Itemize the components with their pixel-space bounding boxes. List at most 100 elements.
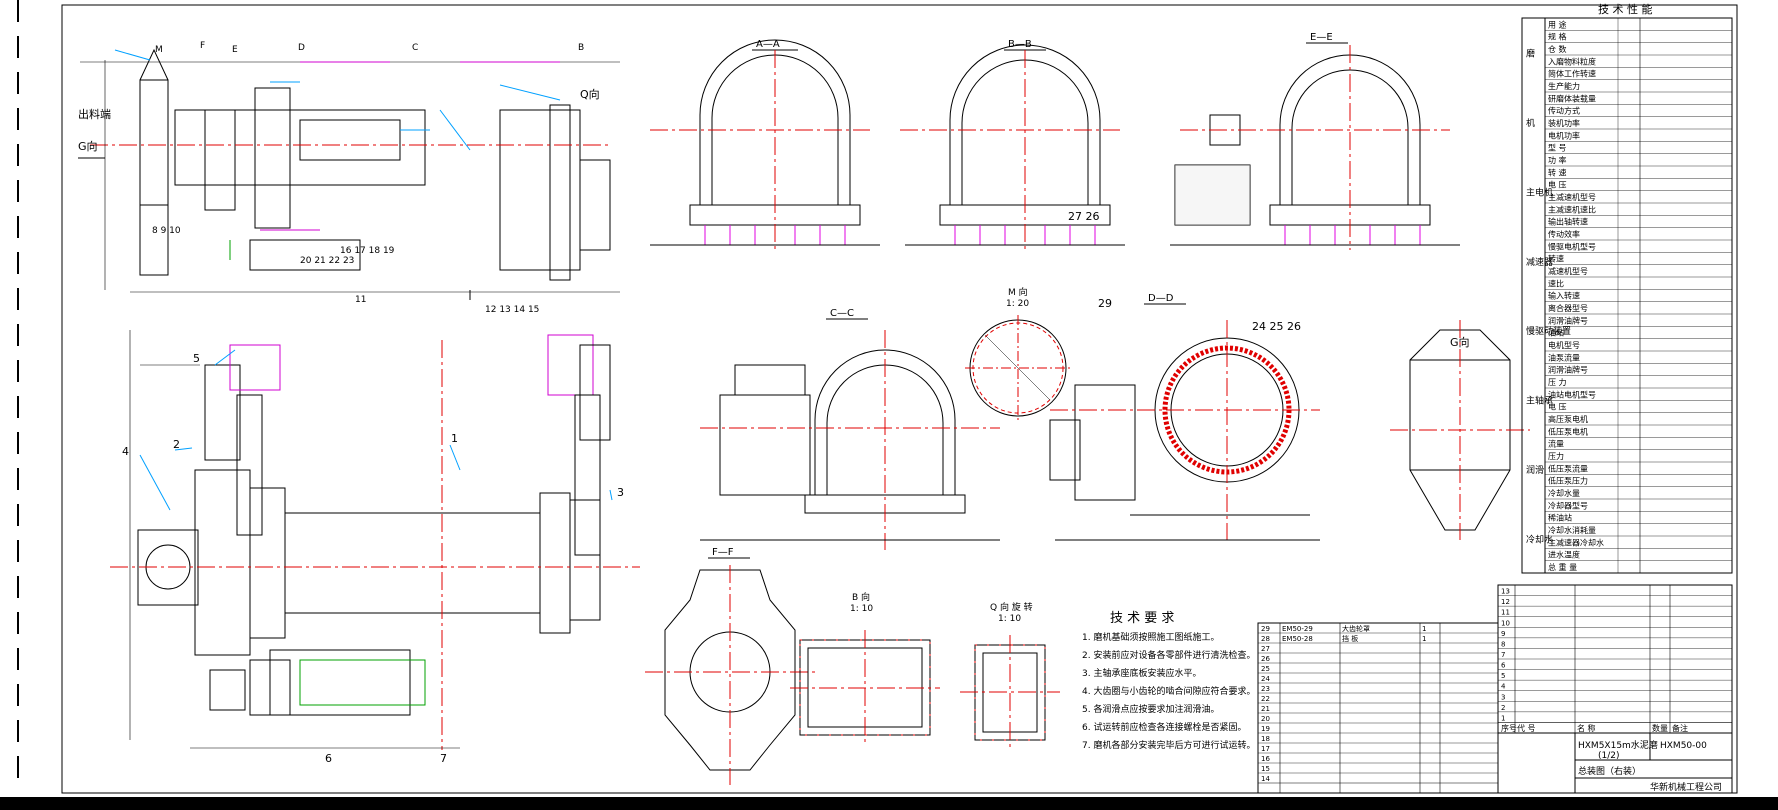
view-scale-m: 1: 20 [1006,299,1029,309]
view-g: G向 [1390,320,1530,540]
view-m: M 向 1: 20 [965,286,1072,420]
tech-perf-title: 技 术 性 能 [1598,2,1653,16]
part-number-7: 7 [440,752,447,765]
parts-cell: 1 [1422,635,1426,643]
view-title-b: B 向 [852,591,870,603]
part-number-3: 3 [617,486,624,499]
perf-row-label: 低压泵电机 [1548,426,1588,436]
perf-row-label: 生产能力 [1548,81,1580,91]
perf-row-label: 电 压 [1548,402,1567,412]
sheet-frame [61,4,1738,794]
perf-row-label: 主减速器冷却水 [1548,537,1604,547]
parts-cell: 26 [1261,655,1270,663]
perf-row-label: 传动效率 [1548,229,1580,239]
parts-cell: 18 [1261,735,1270,743]
section-e-e: E—E [1170,32,1460,250]
parts-cell: 13 [1501,588,1510,596]
perf-row-label: 功 率 [1548,155,1567,165]
section-c-c: C—C [700,308,1000,550]
main-elevation-view: 出料端 G向 Q向 8 9 10 16 17 18 19 20 21 22 23… [78,41,620,315]
tech-req-item: 7. 磨机各部分安装完毕后方可进行试运转。 [1082,739,1255,751]
parts-cell: 24 [1261,675,1270,683]
perf-group-label: 磨 [1526,49,1535,60]
view-title-m: M 向 [1008,286,1028,298]
parts-header: 备注 [1672,723,1688,733]
section-mark-b: B [578,43,584,53]
perf-row-label: 离合器型号 [1548,303,1588,313]
parts-cell: 大齿轮罩 [1342,624,1370,633]
tech-req-item: 4. 大齿圈与小齿轮的啮合间隙应符合要求。 [1082,685,1255,697]
parts-cell: 21 [1261,705,1270,713]
tech-req-title: 技 术 要 求 [1110,611,1174,626]
perf-row-label: 减速机型号 [1548,266,1588,276]
callout-group-3: 20 21 22 23 [300,256,354,266]
perf-row-label: 电 压 [1548,180,1567,190]
perf-row-label: 入磨物料粒度 [1548,56,1596,66]
perf-row-label: 简体工作转速 [1548,69,1596,79]
drawing-view-name: 总装图（右装） [1578,765,1641,777]
part-number-1: 1 [451,432,458,445]
perf-group-label: 减速器 [1526,256,1553,268]
q-direction-label: Q向 [580,87,600,101]
discharge-end-label: 出料端 [78,107,111,121]
drawing-name: HXM5X15m水泥磨 [1578,739,1658,751]
perf-row-label: 压力 [1548,451,1564,461]
perf-row-label: 仓 数 [1548,44,1567,54]
view-title-bb: B—B [1008,39,1032,50]
parts-cell: 2 [1501,704,1505,712]
perf-row-label: 转 速 [1548,167,1567,177]
view-scale-b: 1: 10 [850,604,873,614]
parts-cell: 8 [1501,640,1505,648]
parts-cell: 27 [1261,645,1270,653]
view-b: B 向 1: 10 [790,591,940,745]
parts-cell: 19 [1261,725,1270,733]
tech-req-item: 2. 安装前应对设备各零部件进行清洗检查。 [1082,649,1255,661]
parts-cell: 14 [1261,775,1270,783]
parts-cell: 12 [1501,598,1510,606]
g-direction-label: G向 [78,139,98,153]
drawing-sheet-no: (1/2) [1598,751,1620,761]
perf-row-label: 低压泵压力 [1548,476,1588,486]
parts-cell: 11 [1501,609,1510,617]
section-b-b: B—B 27 26 [900,39,1125,250]
callout-group-5: 12 13 14 15 [485,305,539,315]
perf-row-label: 慢驱电机型号 [1548,241,1596,251]
perf-row-label: 用 途 [1548,19,1567,29]
parts-cell: 20 [1261,715,1270,723]
perf-row-label: 稀油站 [1548,513,1572,523]
technical-performance-table: 技 术 性 能 用 途规 格仓 数入磨物料粒度简体工作转速生产能力研磨体装载量传… [1521,2,1733,574]
section-mark-c: C [412,43,418,53]
part-number-5: 5 [193,352,200,365]
section-d-d: D—D 29 24 25 26 [1049,293,1320,541]
parts-header: 代 号 [1517,723,1536,733]
company-name: 华新机械工程公司 [1650,781,1722,793]
view-title-q: Q 向 旋 转 [990,601,1033,613]
parts-cell: 10 [1501,619,1510,627]
perf-group-label: 慢驱动装置 [1526,325,1571,337]
parts-header: 名 称 [1577,723,1596,733]
parts-cell: EM50-29 [1282,625,1313,633]
callout-group-7: 24 25 26 [1252,320,1301,333]
view-title-aa: A—A [756,39,780,50]
section-mark-m: M [155,45,163,55]
parts-cell: 16 [1261,755,1270,763]
perf-group-label: 机 [1526,117,1535,129]
parts-cell: 9 [1501,630,1505,638]
parts-cell: EM50-28 [1282,635,1313,643]
tech-req-item: 1. 磨机基础须按照施工图纸施工。 [1082,631,1219,643]
perf-row-label: 进水温度 [1548,550,1580,560]
view-scale-q: 1: 10 [998,614,1021,624]
tech-req-item: 6. 试运转前应检查各连接螺栓是否紧固。 [1082,721,1246,733]
plan-view: 5 2 4 1 3 6 7 [110,330,640,765]
perf-row-label: 低压泵流量 [1548,463,1588,473]
perf-group-label: 冷却水 [1526,533,1553,545]
callout-group-4: 11 [355,295,366,305]
perf-row-label: 高压泵电机 [1548,414,1588,424]
view-title-ee: E—E [1310,32,1333,43]
parts-cell: 5 [1501,672,1505,680]
perf-row-label: 输出轴转速 [1548,217,1588,227]
section-f-f: F—F [645,547,815,785]
perf-group-label: 润滑 [1526,464,1544,476]
callout-group-8: 29 [1098,297,1112,310]
